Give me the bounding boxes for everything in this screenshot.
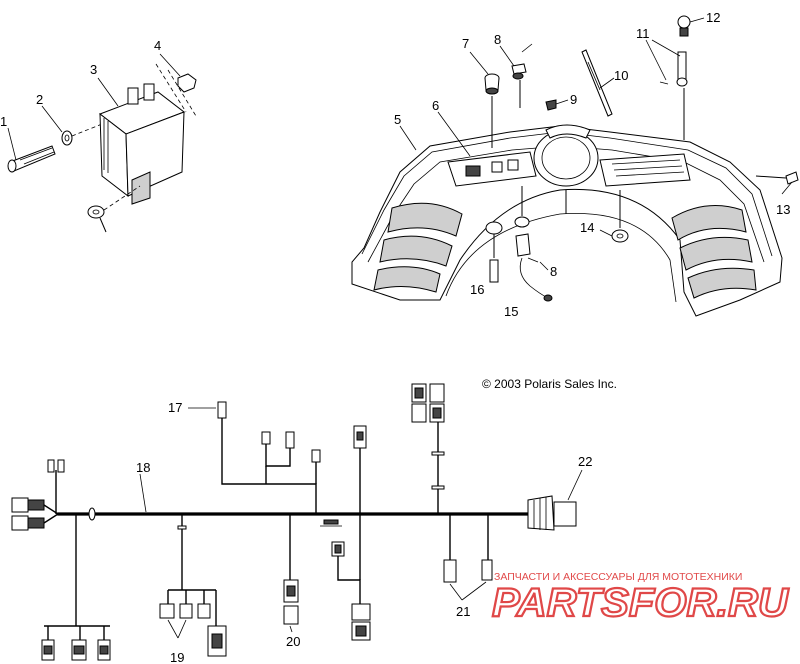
callout-18: 18 [136, 460, 150, 475]
wire-harness-icon [44, 418, 532, 640]
dash-panel-icon [351, 124, 783, 317]
ring-terminal-icon [87, 205, 107, 233]
callout-10: 10 [614, 68, 628, 83]
callout-16: 16 [470, 282, 484, 297]
callout-2: 2 [36, 92, 43, 107]
bulb-icon [659, 51, 688, 87]
callout-13: 13 [776, 202, 790, 217]
rod-icon [581, 49, 613, 117]
cap-icon [484, 73, 500, 95]
callout-labels: 1 2 3 4 5 6 7 8 9 10 11 12 13 14 8 16 15… [0, 10, 790, 664]
watermark: ЗАПЧАСТИ И АКСЕССУАРЫ ДЛЯ МОТОТЕХНИКИ PA… [491, 571, 790, 626]
callout-15: 15 [504, 304, 518, 319]
dash-panel-assembly [351, 15, 799, 317]
nut-icon [177, 73, 197, 93]
control-module-icon [98, 83, 186, 205]
copyright-text: © 2003 Polaris Sales Inc. [482, 377, 617, 391]
control-module-assembly [7, 63, 197, 233]
callout-leaders-top [7, 17, 793, 271]
callout-8-bottom: 8 [550, 264, 557, 279]
connector-icon [11, 383, 577, 661]
callout-22: 22 [578, 454, 592, 469]
callout-9: 9 [570, 92, 577, 107]
watermark-brand: PARTSFOR.RU [492, 581, 789, 625]
washer-icon [61, 130, 73, 146]
right-vents [671, 205, 757, 299]
callout-1: 1 [0, 114, 7, 129]
callout-14: 14 [580, 220, 594, 235]
callout-leaders-bottom [139, 407, 583, 639]
callout-12: 12 [706, 10, 720, 25]
callout-17: 17 [168, 400, 182, 415]
grommet-icon [611, 229, 629, 243]
callout-6: 6 [432, 98, 439, 113]
callout-3: 3 [90, 62, 97, 77]
left-vents [373, 202, 463, 293]
watermark-tagline: ЗАПЧАСТИ И АКСЕССУАРЫ ДЛЯ МОТОТЕХНИКИ [494, 571, 742, 583]
callout-21: 21 [456, 604, 470, 619]
plug-icon [485, 221, 503, 283]
callout-19: 19 [170, 650, 184, 664]
key-switch-icon [514, 216, 553, 302]
callout-20: 20 [286, 634, 300, 649]
callout-8-top: 8 [494, 32, 501, 47]
callout-4: 4 [154, 38, 161, 53]
callout-5: 5 [394, 112, 401, 127]
clip-icon [545, 99, 557, 111]
lamp-icon [677, 15, 691, 37]
screw-icon [511, 43, 533, 80]
callout-7: 7 [462, 36, 469, 51]
side-screw-icon [785, 171, 799, 185]
callout-11: 11 [636, 26, 650, 41]
bolt-icon [7, 145, 56, 173]
